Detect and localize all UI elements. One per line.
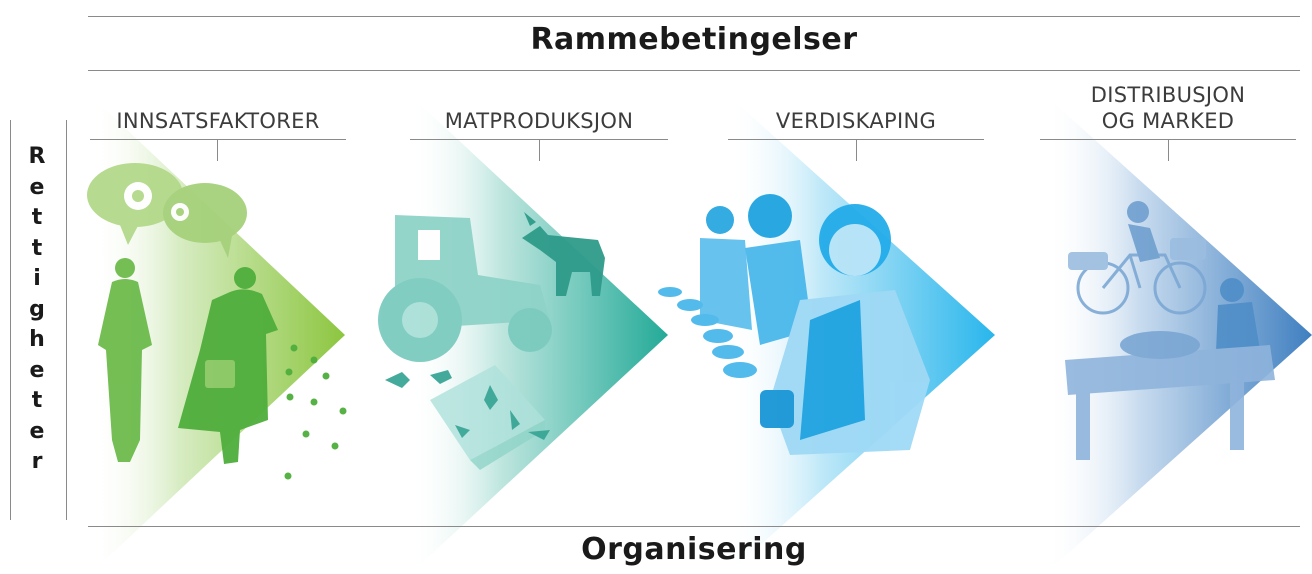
stage-tick-innsatsfaktorer xyxy=(217,139,218,161)
stage-rule-innsatsfaktorer xyxy=(90,139,346,140)
stage-label-distribusjon: DISTRIBUSJON OG MARKED xyxy=(1040,82,1296,134)
stage-label-verdiskaping: VERDISKAPING xyxy=(775,109,937,133)
stage-label-distribusjon-line1: DISTRIBUSJON xyxy=(1090,83,1246,107)
side-label-letter: t xyxy=(31,388,43,413)
title-rule xyxy=(88,70,1300,71)
organisering-title: Organisering xyxy=(581,532,807,567)
bottom-rule xyxy=(88,526,1300,527)
distribusjon-illustration xyxy=(1065,201,1275,460)
side-label-letter: e xyxy=(29,174,45,200)
top-rule xyxy=(88,16,1300,17)
innsatsfaktorer-illustration xyxy=(87,163,347,480)
stage-tick-distribusjon xyxy=(1168,139,1169,161)
matproduksjon-illustration xyxy=(378,212,605,470)
stage-label-distribusjon-line2: OG MARKED xyxy=(1101,109,1235,133)
stage-tick-matproduksjon xyxy=(539,139,540,161)
side-label-letter: g xyxy=(29,296,45,322)
side-label-letter: e xyxy=(29,357,45,383)
verdiskaping-illustration xyxy=(658,194,930,455)
side-rule-right xyxy=(66,120,67,520)
side-label-letter: e xyxy=(29,418,45,444)
side-label-letter: t xyxy=(31,205,43,230)
side-label-letter: h xyxy=(29,327,45,352)
side-label-letter: t xyxy=(31,235,43,261)
side-label-letter: i xyxy=(33,266,41,291)
side-label-letter: r xyxy=(31,449,43,474)
stage-label-matproduksjon: MATPRODUKSJON xyxy=(444,109,634,133)
stage-tick-verdiskaping xyxy=(856,139,857,161)
rammebetingelser-title: Rammebetingelser xyxy=(530,22,858,57)
stage-label-innsatsfaktorer: INNSATSFAKTORER xyxy=(116,109,320,133)
side-rule-left xyxy=(10,120,11,520)
side-label-letter: R xyxy=(28,144,46,169)
